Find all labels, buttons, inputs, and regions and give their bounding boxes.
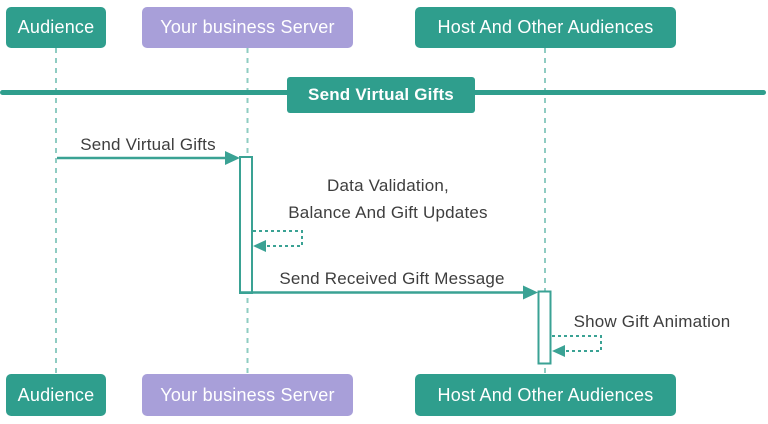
arrowhead-send-virtual-gifts (225, 151, 240, 165)
message-label-data-validation-line2: Balance And Gift Updates (288, 203, 488, 222)
actor-bottom-server-label: Your business Server (160, 384, 335, 405)
arrowhead-send-received-gift (523, 285, 538, 300)
activation-bar-host (537, 290, 552, 365)
title-badge: Send Virtual Gifts (287, 77, 475, 113)
message-label-show-gift-animation: Show Gift Animation (573, 312, 731, 331)
arrowhead-data-validation (253, 240, 266, 252)
self-message-loop-data-validation (253, 230, 303, 247)
actor-top-host-label: Host And Other Audiences (437, 17, 654, 37)
actor-top-server: Your business Server (142, 7, 353, 48)
actor-bottom-host: Host And Other Audiences (415, 374, 676, 416)
actor-bottom-audience: Audience (6, 374, 106, 416)
actor-bottom-server: Your business Server (142, 374, 353, 416)
actor-top-host: Host And Other Audiences (415, 7, 676, 48)
arrowhead-show-gift-animation (552, 345, 565, 357)
message-label-send-virtual-gifts: Send Virtual Gifts (80, 135, 216, 154)
message-label-data-validation: Data Validation, Balance And Gift Update… (266, 172, 510, 226)
message-label-send-received-gift: Send Received Gift Message (279, 269, 505, 288)
self-message-loop-show-gift-animation (552, 335, 602, 352)
message-label-data-validation-line1: Data Validation, (327, 176, 449, 195)
actor-top-audience: Audience (6, 7, 106, 48)
actor-top-audience-label: Audience (17, 17, 95, 37)
actor-bottom-host-label: Host And Other Audiences (437, 384, 654, 405)
actor-top-server-label: Your business Server (160, 17, 335, 37)
actor-bottom-audience-label: Audience (17, 384, 95, 405)
activation-bar-server (239, 156, 253, 294)
